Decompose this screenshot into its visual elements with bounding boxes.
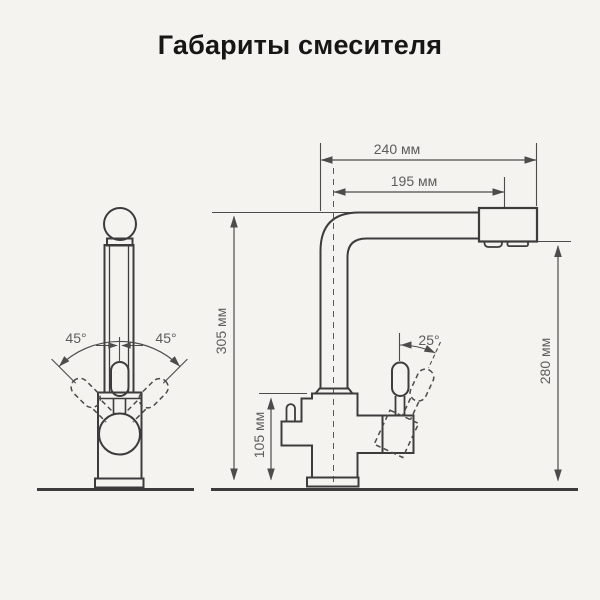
dim-label-305: 305 мм — [213, 308, 229, 355]
handle-side — [391, 361, 410, 397]
base-flange-front — [94, 477, 145, 489]
dim-label-240: 240 мм — [374, 141, 421, 157]
angle-label-right-45: 45° — [155, 330, 176, 346]
page-title: Габариты смесителя — [157, 30, 443, 60]
body-ring-front — [98, 412, 141, 456]
faucet-side-view — [280, 206, 539, 488]
spout-head — [477, 206, 539, 243]
dimension-arrowheads — [230, 156, 562, 482]
spout-ball-front — [103, 207, 137, 241]
body-side — [280, 392, 415, 479]
dimension-lines — [233, 159, 559, 481]
filter-lever-side — [285, 403, 296, 422]
faucet-front-view — [94, 207, 145, 489]
angle-label-25: 25° — [418, 332, 439, 348]
handle-tilted-25-dashed — [373, 368, 435, 459]
aerator-right — [506, 240, 529, 247]
base-flange-side — [306, 476, 360, 488]
handle-tilt-arrowheads — [400, 341, 436, 353]
body-front — [97, 391, 143, 480]
swivel-arc-arrowheads — [59, 342, 180, 367]
spout-inner-edge — [346, 237, 480, 389]
handle-front — [110, 361, 130, 397]
dim-label-280: 280 мм — [537, 338, 553, 385]
angle-label-left-45: 45° — [65, 330, 86, 346]
spout-outer-edge — [319, 211, 480, 389]
dim-label-105: 105 мм — [251, 412, 267, 459]
aerator-left — [483, 241, 503, 248]
dim-label-195: 195 мм — [391, 173, 438, 189]
